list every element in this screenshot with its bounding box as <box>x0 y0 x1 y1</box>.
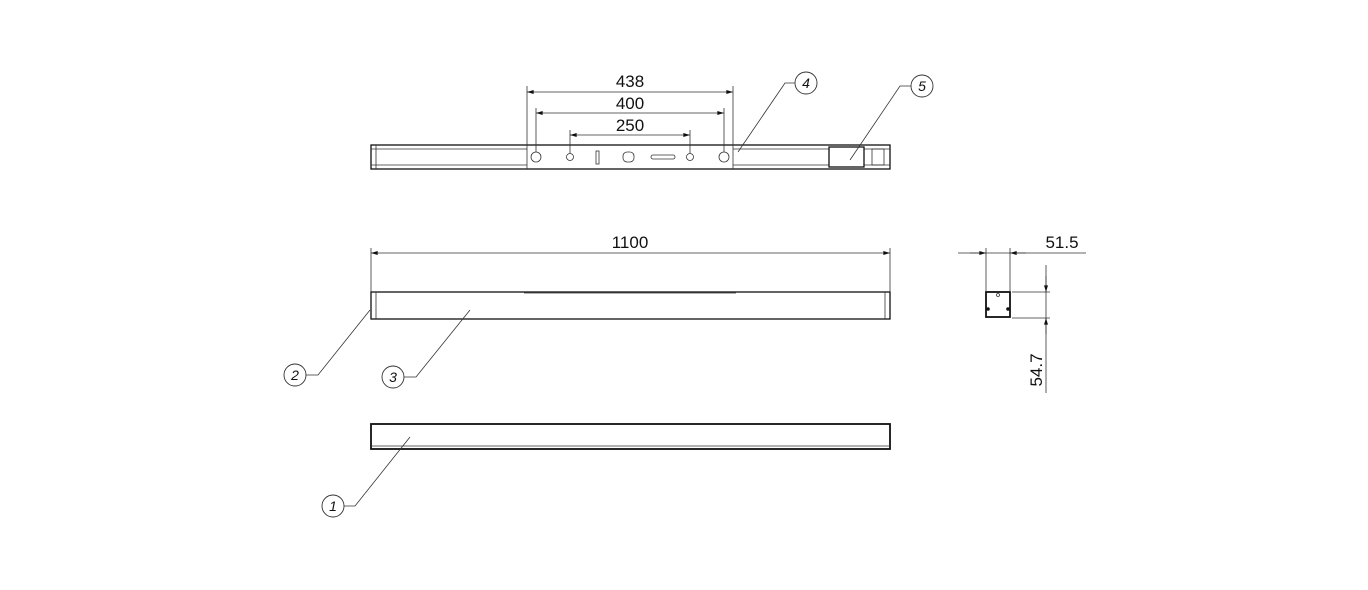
front-view: 1100 2 3 <box>283 233 891 389</box>
dimension-54-7: 54.7 <box>1027 353 1046 386</box>
side-view: 51.5 54.7 <box>958 233 1086 393</box>
dimension-1100: 1100 <box>612 233 649 252</box>
balloon-2 <box>283 363 307 387</box>
balloon-1-label: 1 <box>329 498 337 514</box>
balloon-1 <box>321 494 345 518</box>
balloon-2-label: 2 <box>290 367 299 383</box>
balloon-4-label: 4 <box>802 75 810 91</box>
bottom-view: 1 <box>321 423 891 518</box>
balloon-5 <box>910 74 934 98</box>
balloon-5-label: 5 <box>918 78 926 94</box>
balloon-3-label: 3 <box>389 369 397 385</box>
dimension-51-5: 51.5 <box>1045 233 1078 252</box>
balloon-3 <box>381 365 405 389</box>
dimension-250: 250 <box>616 116 644 135</box>
dimension-438: 438 <box>616 72 644 91</box>
top-view: 438 400 250 4 5 <box>370 71 934 170</box>
dimension-400: 400 <box>616 94 644 113</box>
balloon-4 <box>794 71 818 95</box>
